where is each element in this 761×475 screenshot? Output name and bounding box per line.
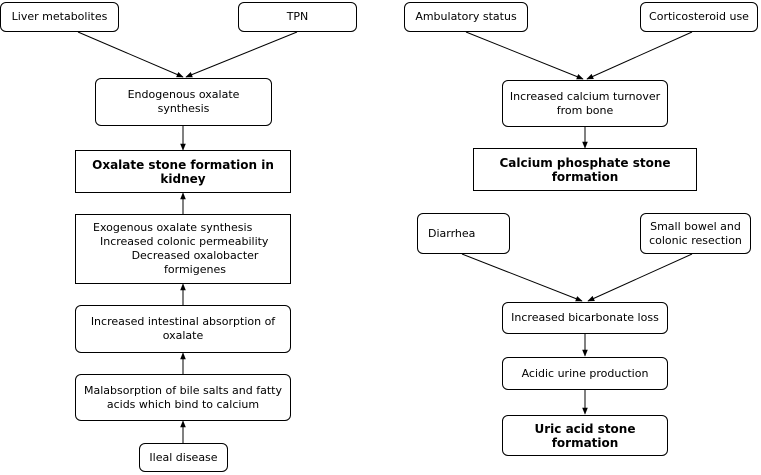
node-ambulatory-status: Ambulatory status	[404, 2, 528, 32]
arrow-diarrhea-to-bicarbonate	[461, 253, 583, 302]
calcium-turnover-line-1: Increased calcium turnover	[509, 89, 661, 103]
node-malabsorption: Malabsorption of bile salts and fatty ac…	[75, 374, 291, 421]
absorption-line-1: Increased intestinal absorption of	[90, 315, 276, 328]
resection-line-1: Small bowel and	[650, 219, 741, 233]
tpn-label: TPN	[286, 10, 309, 23]
malabsorption-line-2: acids which bind to calcium	[106, 397, 260, 411]
node-ileal-disease: Ileal disease	[139, 443, 228, 472]
acidic-urine-label: Acidic urine production	[521, 366, 649, 380]
node-tpn: TPN	[238, 2, 357, 32]
corticosteroid-label: Corticosteroid use	[649, 10, 749, 23]
node-oxalate-stone-formation: Oxalate stone formation in kidney	[75, 150, 291, 193]
node-acidic-urine: Acidic urine production	[502, 357, 668, 390]
arrow-tpn-to-endogenous	[185, 31, 298, 78]
resection-line-2: colonic resection	[649, 233, 742, 247]
endogenous-label: Endogenous oxalate synthesis	[127, 88, 240, 115]
oxalate-stone-label: Oxalate stone formation in kidney	[92, 157, 274, 186]
node-liver-metabolites: Liver metabolites	[0, 2, 119, 32]
arrow-corticosteroid-to-calcium-turnover	[586, 31, 693, 80]
arrow-resection-to-bicarbonate	[587, 253, 693, 302]
uric-acid-label: Uric acid stone formation	[534, 421, 636, 450]
liver-metabolites-label: Liver metabolites	[11, 10, 108, 23]
arrow-liver-to-endogenous	[77, 31, 184, 78]
node-bowel-resection: Small bowel and colonic resection	[640, 213, 751, 254]
exogenous-line-3: Decreased oxalobacter formigenes	[131, 249, 259, 276]
arrow-ambulatory-to-calcium-turnover	[465, 31, 584, 80]
ambulatory-label: Ambulatory status	[415, 10, 517, 23]
diarrhea-label: Diarrhea	[428, 226, 476, 240]
node-bicarbonate-loss: Increased bicarbonate loss	[502, 302, 668, 334]
node-calcium-phosphate-stone: Calcium phosphate stone formation	[473, 148, 697, 191]
exogenous-line-2: Increased colonic permeability	[100, 235, 269, 248]
malabsorption-line-1: Malabsorption of bile salts and fatty	[83, 383, 282, 397]
exogenous-line-1: Exogenous oxalate synthesis	[93, 221, 253, 234]
node-endogenous-oxalate-synthesis: Endogenous oxalate synthesis	[95, 78, 272, 126]
calcium-turnover-line-2: from bone	[556, 103, 614, 117]
ileal-disease-label: Ileal disease	[149, 450, 218, 464]
node-uric-acid-stone: Uric acid stone formation	[502, 415, 668, 456]
bicarbonate-label: Increased bicarbonate loss	[511, 311, 659, 324]
node-diarrhea: Diarrhea	[417, 213, 510, 254]
node-exogenous-oxalate-synthesis: Exogenous oxalate synthesis Increased co…	[75, 214, 291, 284]
calcium-phosphate-label: Calcium phosphate stone formation	[499, 155, 671, 184]
node-intestinal-absorption: Increased intestinal absorption of oxala…	[75, 305, 291, 353]
node-corticosteroid-use: Corticosteroid use	[640, 2, 758, 32]
absorption-line-2: oxalate	[162, 329, 204, 342]
node-calcium-turnover: Increased calcium turnover from bone	[502, 80, 668, 127]
